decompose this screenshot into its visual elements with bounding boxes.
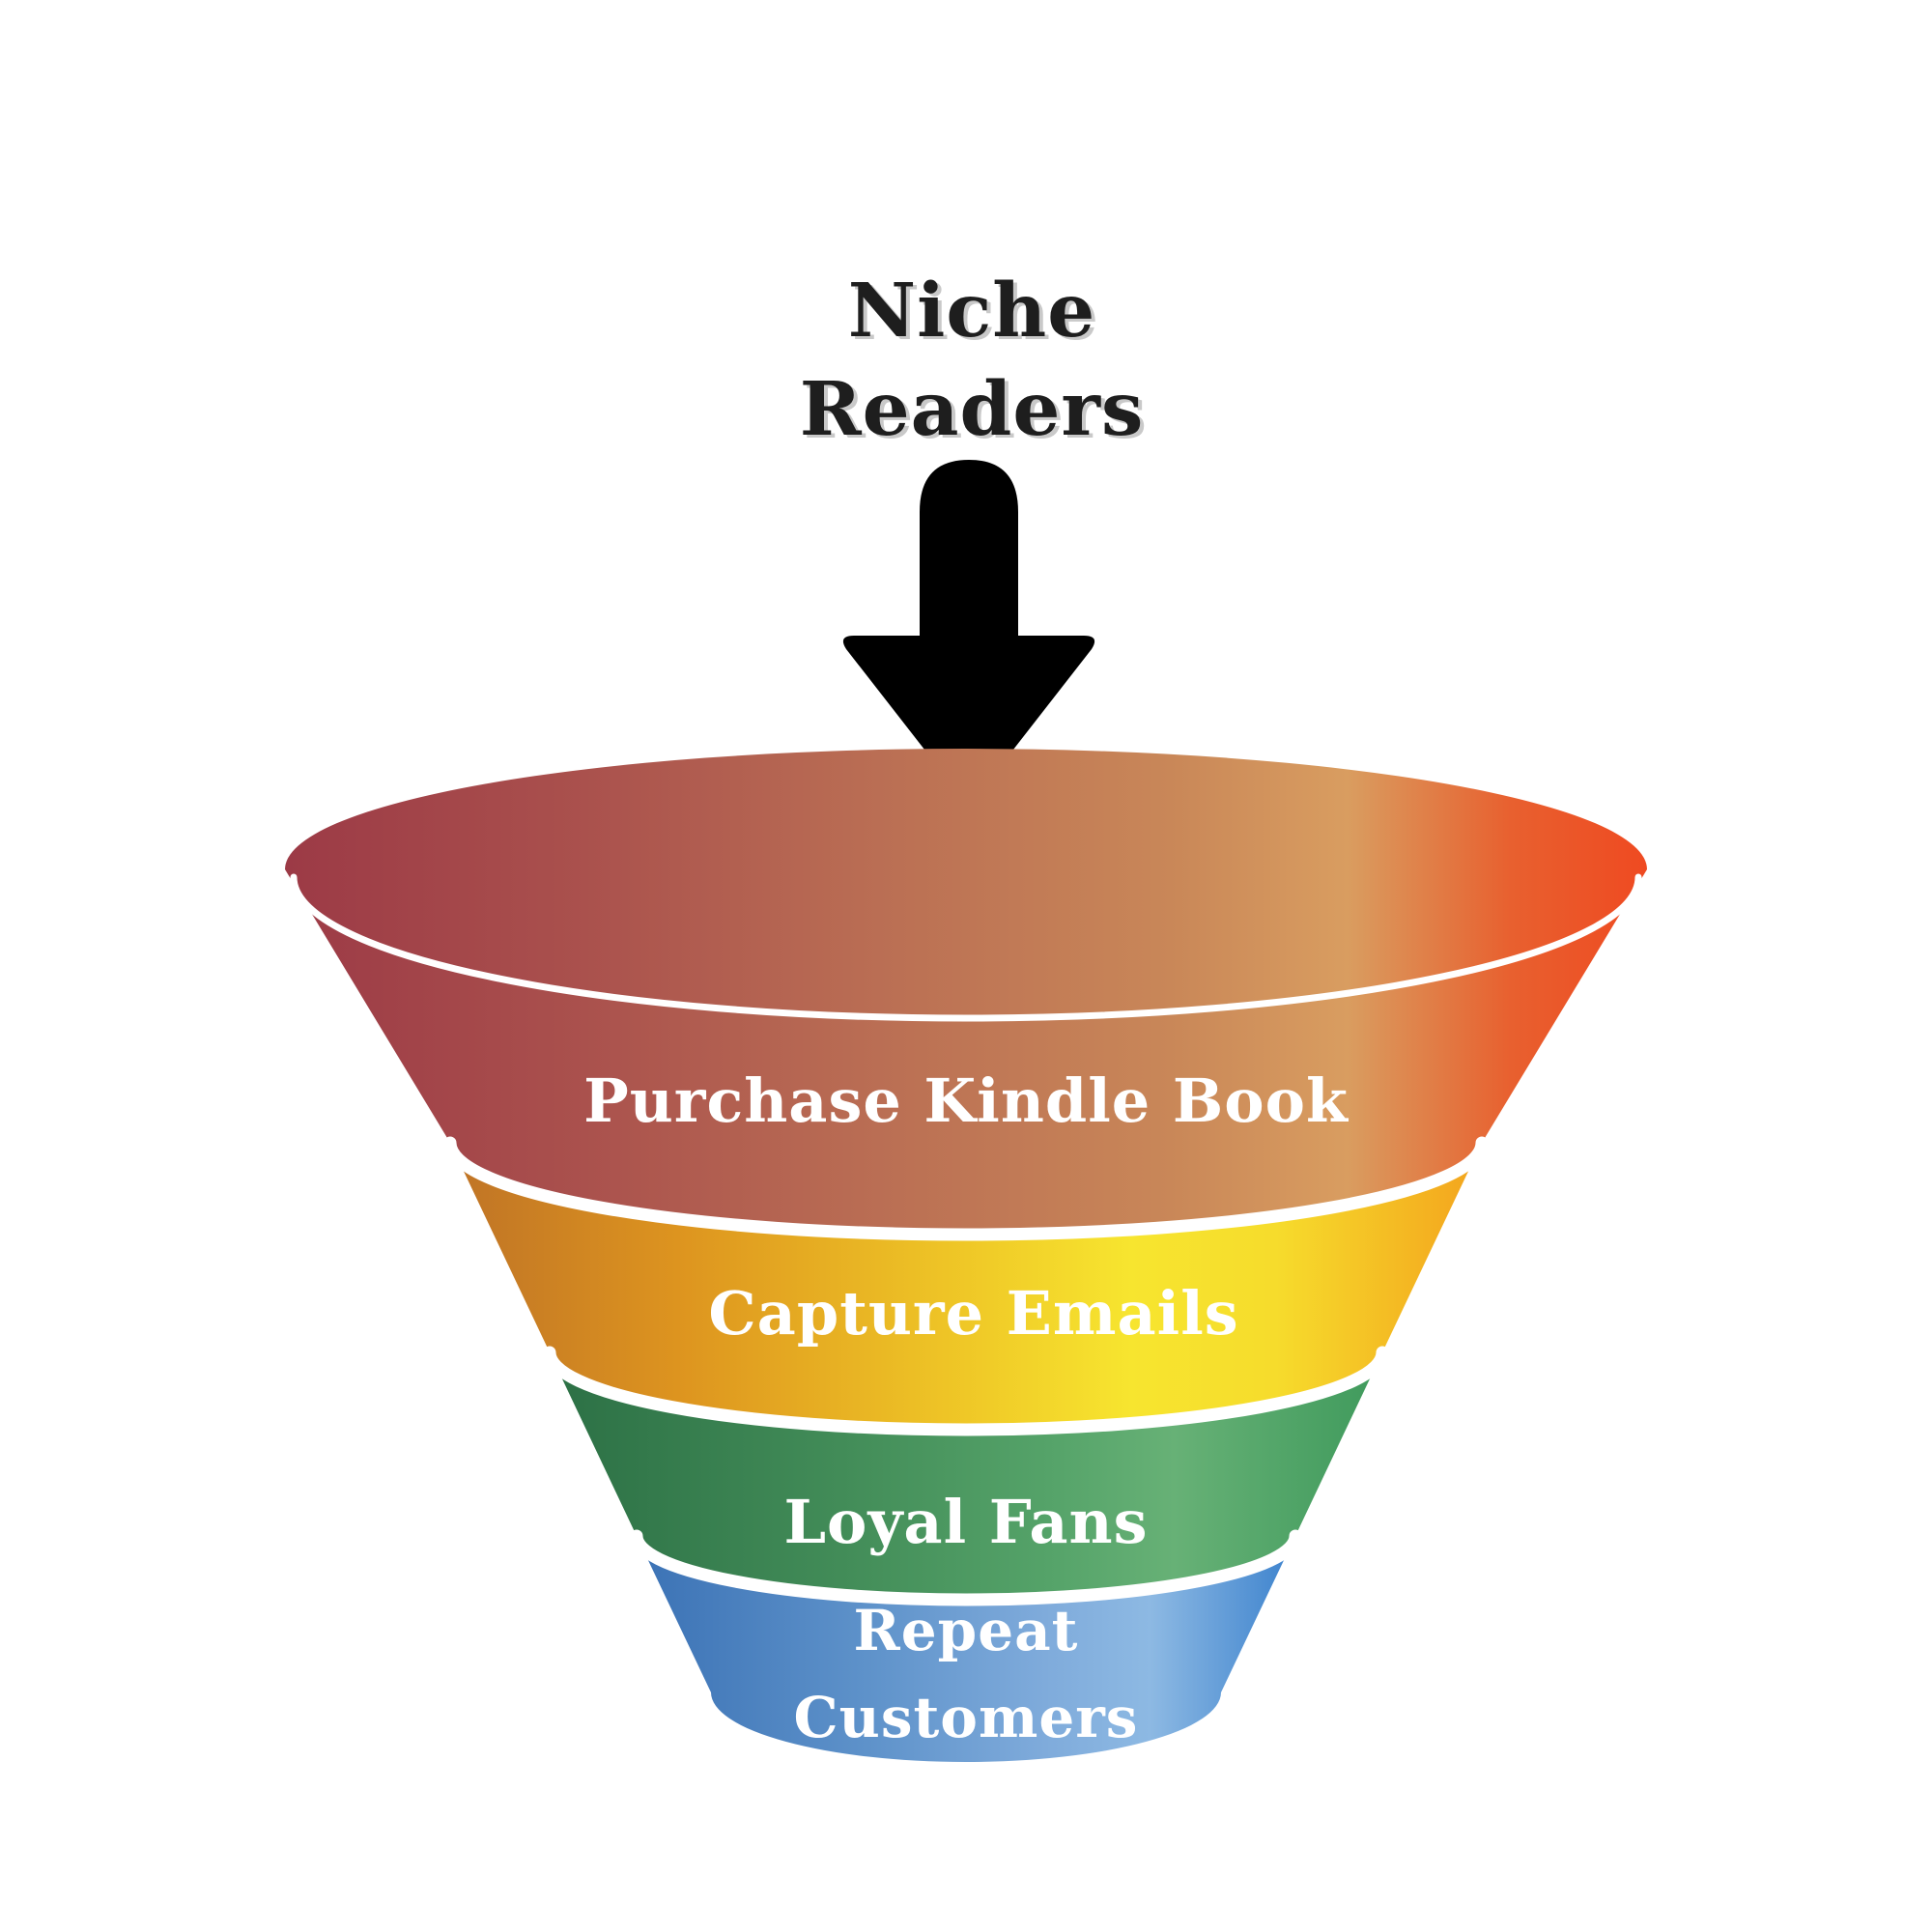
funnel: Purchase Kindle Book Capture Emails Loya… bbox=[285, 749, 1647, 1762]
page-title: Niche Niche Readers Readers bbox=[800, 268, 1149, 456]
rim-inner-edge-arc bbox=[290, 873, 1642, 1022]
separator-arc-3 bbox=[630, 1529, 1302, 1606]
funnel-stage-capture-emails bbox=[450, 1143, 1482, 1430]
stage-label-customers: Customers bbox=[794, 1685, 1139, 1750]
title-line1: Niche bbox=[848, 268, 1096, 355]
down-arrow-icon bbox=[842, 460, 1095, 798]
stage-label-capture-emails: Capture Emails bbox=[708, 1278, 1238, 1349]
separator-arc-1 bbox=[443, 1136, 1489, 1241]
separator-arc-2 bbox=[543, 1346, 1389, 1436]
stage-label-loyal-fans: Loyal Fans bbox=[783, 1487, 1148, 1557]
title-line2-shadow: Readers bbox=[804, 369, 1149, 456]
stage-label-repeat: Repeat bbox=[854, 1598, 1079, 1663]
stage-label-purchase-kindle-book: Purchase Kindle Book bbox=[583, 1065, 1350, 1136]
funnel-stage-purchase-kindle-book bbox=[285, 749, 1647, 1235]
funnel-stage-loyal-fans bbox=[550, 1352, 1382, 1600]
title-line2: Readers bbox=[800, 366, 1145, 453]
title-line1-shadow: Niche bbox=[852, 270, 1100, 357]
